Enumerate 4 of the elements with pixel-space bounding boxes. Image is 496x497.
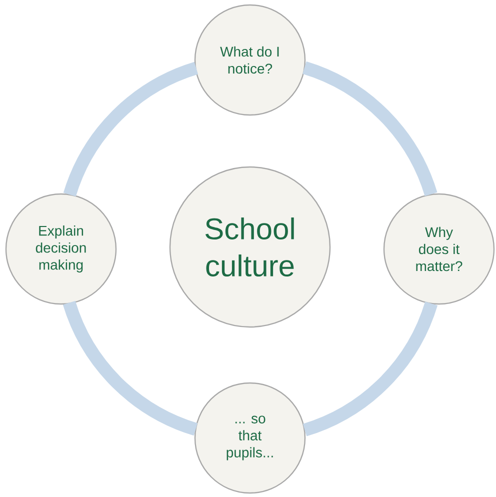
ring-arc [62,300,198,436]
ring-arc [302,62,438,196]
ring-arc [63,62,198,197]
ring-arc [302,301,438,436]
